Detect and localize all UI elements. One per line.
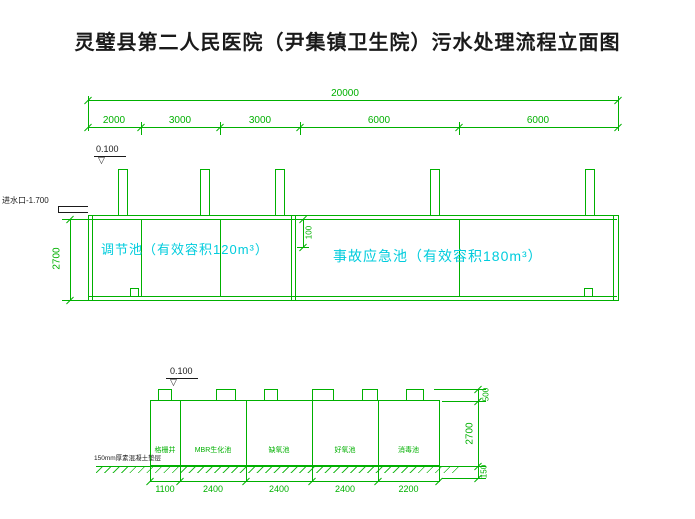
compartment-divider: [246, 401, 247, 465]
dim-wall-label: 100: [304, 225, 314, 240]
ext-line: [434, 389, 486, 390]
ext-line: [378, 466, 379, 481]
dim-line-wall: [303, 219, 304, 247]
elevation-triangle-icon: ▽: [170, 377, 177, 387]
compartment-label: 消毒池: [398, 447, 419, 454]
elevation-triangle-icon: ▽: [98, 155, 105, 165]
dim-total-label: 20000: [331, 88, 359, 99]
lower-tank-outline: [150, 400, 440, 466]
ext-line: [62, 219, 88, 220]
tank1-label: 调节池（有效容积120m³）: [101, 242, 269, 257]
inlet-pipe-cap: [58, 206, 59, 213]
ext-line: [312, 466, 313, 481]
ext-line: [150, 466, 151, 481]
compartment-divider: [180, 401, 181, 465]
dim-bottom-label: 2400: [334, 484, 356, 494]
compartment-label: 格栅井: [154, 447, 176, 454]
vent-stack: [200, 169, 210, 216]
dim-bottom-label: 2400: [268, 484, 290, 494]
tank-partition: [220, 220, 221, 296]
ext-line: [246, 466, 247, 481]
drawing-title: 灵璧县第二人民医院（尹集镇卫生院）污水处理流程立面图: [74, 32, 621, 54]
compartment-label: 缺氧池: [268, 447, 290, 454]
tank-middle-wall: [295, 216, 296, 300]
dim-bottom-label: 2200: [398, 484, 419, 494]
dim-line-height: [70, 219, 71, 300]
tank-wall-inner-line: [613, 216, 614, 300]
tank-partition: [141, 220, 142, 296]
ext-line: [459, 122, 460, 135]
ext-line: [62, 300, 88, 301]
dim-line-right: [478, 389, 479, 478]
vent-stack: [275, 169, 285, 216]
elevation-line: [94, 156, 126, 157]
dim-line-bottom: [150, 481, 440, 482]
tank2-label: 事故应急池（有效容积180m³）: [333, 248, 543, 264]
ext-line: [180, 466, 181, 481]
dim-seg-label: 3000: [248, 115, 272, 126]
tank-partition: [459, 220, 460, 296]
tank-wall-inner-line: [92, 216, 93, 300]
ground-line: [96, 466, 460, 467]
tank-roof-inner-line: [89, 219, 617, 220]
dim-seg-label: 6000: [526, 115, 550, 126]
compartment-divider: [378, 401, 379, 465]
dim-bottom-label: 1100: [155, 484, 175, 494]
compartment-label: MBR生化池: [194, 447, 232, 454]
ground-hatch: [96, 467, 460, 473]
ext-line: [220, 122, 221, 135]
vent-stack: [430, 169, 440, 216]
sump-pit: [584, 288, 593, 297]
tank-floor-inner-line: [89, 296, 617, 297]
dim-line-total: [88, 100, 618, 101]
inlet-pipe-line: [58, 206, 88, 207]
ext-line: [460, 466, 486, 467]
ext-line: [439, 466, 440, 481]
elevation-label: 0.100: [96, 144, 119, 154]
compartment-divider: [312, 401, 313, 465]
dim-right-label: 150: [479, 464, 489, 479]
ext-line: [141, 122, 142, 135]
elevation-line: [166, 378, 198, 379]
ext-line: [300, 122, 301, 135]
dim-right-label: 500: [481, 387, 491, 402]
dim-seg-label: 3000: [168, 115, 192, 126]
dim-line-segments: [88, 127, 618, 128]
dim-seg-label: 6000: [367, 115, 391, 126]
sump-pit: [130, 288, 139, 297]
dim-seg-label: 2000: [102, 115, 126, 126]
inlet-label: 进水口-1.700: [2, 196, 49, 205]
dim-right-label: 2700: [464, 422, 476, 445]
ext-line: [618, 96, 619, 131]
ext-line: [88, 96, 89, 131]
dim-bottom-label: 2400: [202, 484, 224, 494]
tank-middle-wall: [291, 216, 292, 300]
ground-note: 150mm厚素混凝土垫层: [94, 455, 162, 462]
dim-height-label: 2700: [51, 247, 63, 270]
inlet-pipe-line: [58, 212, 88, 213]
elevation-label: 0.100: [170, 366, 193, 376]
vent-stack: [585, 169, 595, 216]
ext-line: [442, 478, 486, 479]
vent-stack: [118, 169, 128, 216]
ext-line: [442, 401, 486, 402]
upper-tank-outline: [88, 215, 619, 301]
compartment-label: 好氧池: [334, 447, 356, 454]
